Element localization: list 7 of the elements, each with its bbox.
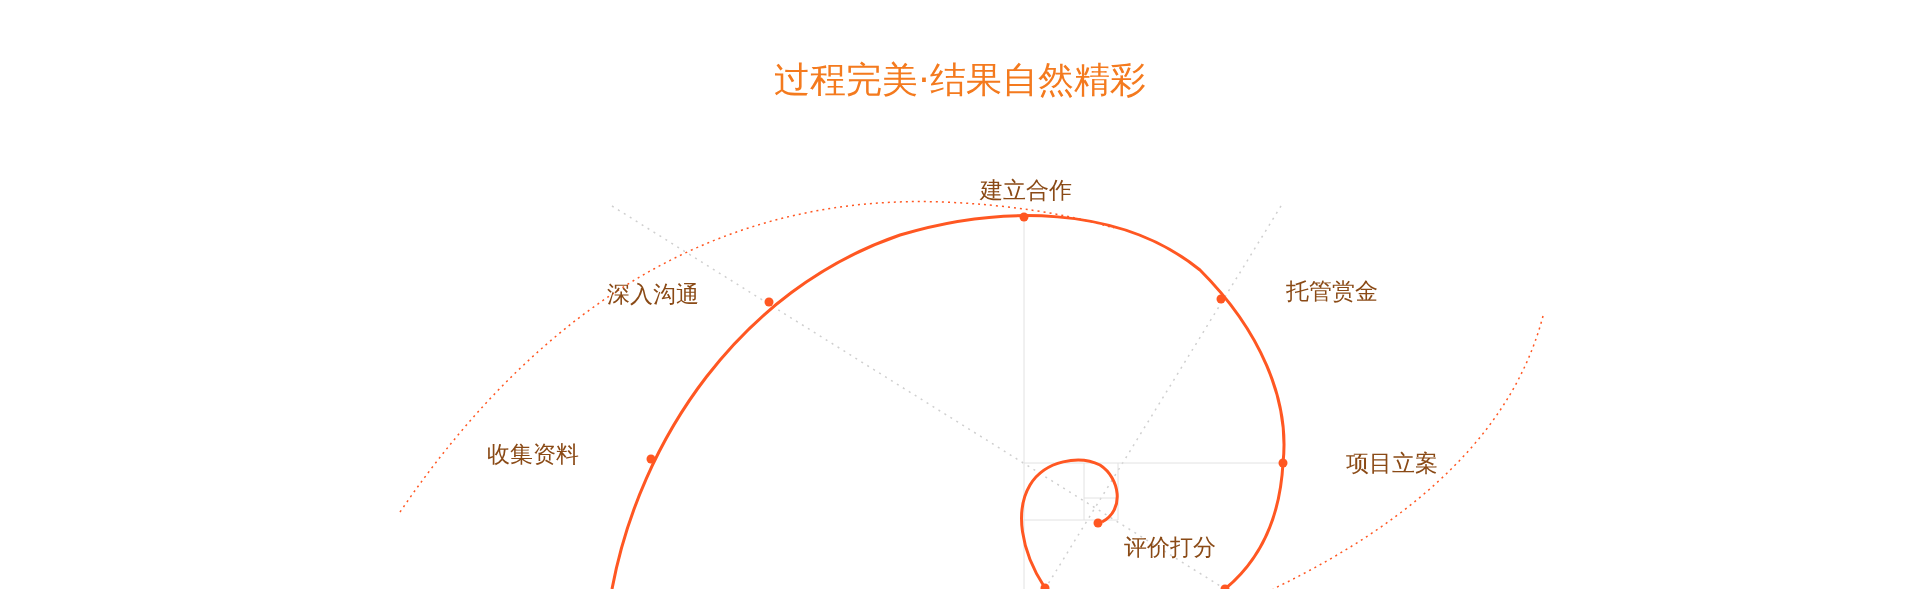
diagram-title: 过程完美·结果自然精彩 — [773, 58, 1147, 102]
step-label: 项目立案 — [1346, 448, 1438, 478]
step-label: 建立合作 — [980, 175, 1072, 205]
step-label: 评价打分 — [1124, 532, 1216, 562]
step-label: 收集资料 — [487, 439, 579, 469]
step-label: 深入沟通 — [607, 279, 699, 309]
step-label: 托管赏金 — [1286, 276, 1378, 306]
